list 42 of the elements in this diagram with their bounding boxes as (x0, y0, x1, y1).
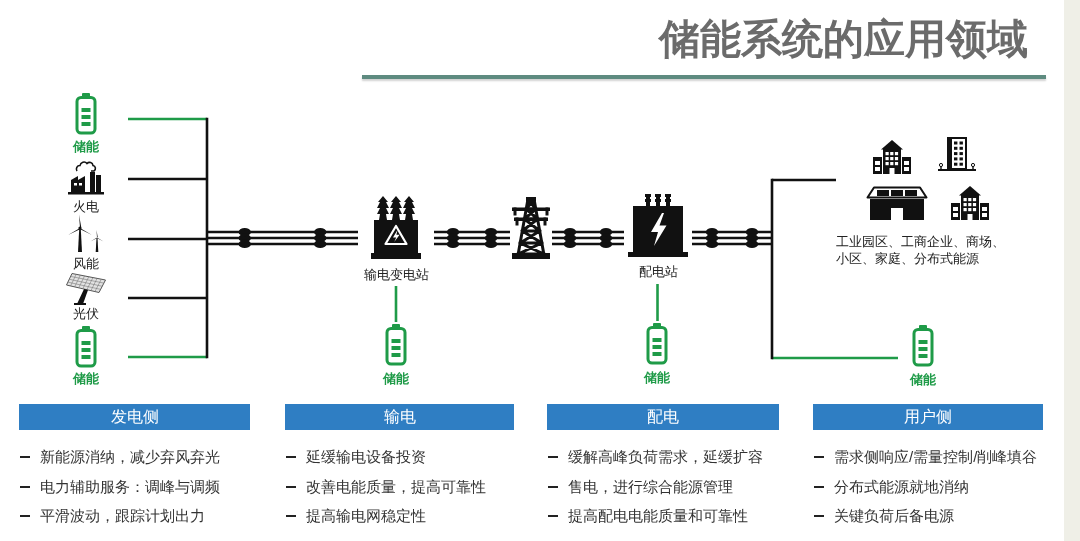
icon-caption: 配电站 (638, 264, 678, 280)
icon-caption: 储能 (910, 372, 936, 388)
bullet-text: 售电，进行综合能源管理 (568, 476, 733, 497)
bullet-text: 提高输电网稳定性 (306, 506, 426, 526)
transmission-tower-icon (510, 197, 552, 259)
bullet-text: 延缓输电设备投资 (306, 447, 426, 467)
icon-caption: 储能 (383, 371, 409, 387)
power-line (205, 116, 360, 360)
bullet-text: 提高配电电能质量和可靠性 (568, 506, 748, 526)
section-header: 配电 (547, 404, 779, 430)
page-title: 储能系统的应用领域 (659, 15, 1028, 64)
power-line (772, 356, 898, 360)
section-header: 发电侧 (19, 404, 250, 430)
bullet-text: 需求侧响应/需量控制/削峰填谷 (834, 447, 1038, 467)
power-line (656, 284, 659, 321)
power-line (128, 296, 207, 300)
bullet-text: 平滑波动，跟踪计划出力 (40, 506, 205, 526)
power-line (550, 227, 626, 249)
bullet-text: 缓解高峰负荷需求，延缓扩容 (568, 447, 763, 467)
power-line (128, 177, 207, 181)
power-line (432, 227, 512, 249)
icon-caption: 火电 (73, 199, 99, 215)
power-line (128, 237, 207, 241)
bullet-text: 新能源消纳，减少弃风弃光 (40, 447, 220, 467)
section-header: 输电 (285, 404, 514, 430)
icon-caption: 储能 (73, 139, 99, 155)
bullet-text: 电力辅助服务：调峰与调频 (40, 476, 220, 497)
icon-caption: 工业园区、工商企业、商场、小区、家庭、分布式能源 (836, 234, 1006, 268)
icon-caption: 风能 (73, 256, 99, 272)
bullet-text: 关键负荷后备电源 (834, 506, 954, 526)
bullet-text: 分布式能源就地消纳 (834, 476, 969, 497)
power-line (772, 178, 836, 182)
power-line (690, 177, 774, 361)
icon-caption: 光伏 (73, 306, 99, 322)
bullet-text: 改善电能质量，提高可靠性 (306, 476, 486, 497)
icon-caption: 储能 (73, 371, 99, 387)
power-line (394, 286, 398, 322)
icon-caption: 储能 (644, 370, 670, 386)
section-header: 用户侧 (813, 404, 1043, 430)
power-line (128, 355, 207, 359)
icon-caption: 输电变电站 (363, 267, 429, 283)
power-line (128, 117, 207, 121)
